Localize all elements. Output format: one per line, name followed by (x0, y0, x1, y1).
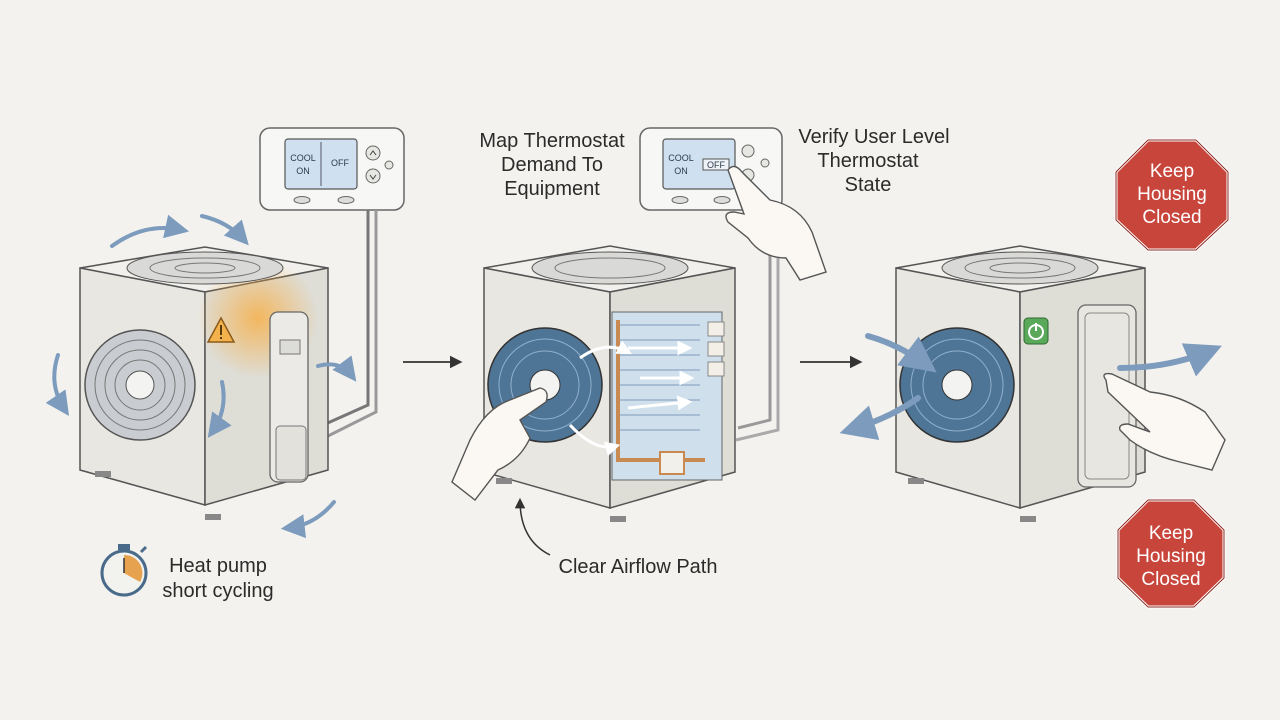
sign-top-line3: Closed (1142, 207, 1201, 228)
thermostat-2-state: ON (674, 166, 688, 176)
sign-bottom-line2: Housing (1136, 546, 1206, 567)
stop-sign-top: Keep Housing Closed (1114, 138, 1230, 252)
label-map-thermostat-1: Map Thermostat (479, 130, 625, 152)
heat-pump-unit-2 (483, 245, 736, 522)
sign-top-line2: Housing (1137, 184, 1207, 205)
fan-icon (84, 329, 196, 441)
up-button-icon[interactable] (365, 145, 381, 161)
thermostat-2-mode: COOL (668, 153, 694, 163)
power-icon[interactable] (1023, 317, 1049, 345)
hand-icon-3 (1103, 372, 1226, 471)
caption-short-cycling: short cycling (162, 580, 273, 602)
label-verify-3: State (845, 174, 892, 196)
hand-icon-thermostat (725, 165, 827, 281)
caption-pointer (514, 497, 551, 556)
thermostat-1-button-label: OFF (331, 158, 349, 168)
thermostat-1-mode: COOL (290, 153, 316, 163)
label-verify-2: Thermostat (817, 150, 919, 172)
down-button-icon[interactable] (365, 168, 381, 184)
label-map-thermostat-2: Demand To (501, 154, 603, 176)
cycling-arrows (45, 214, 357, 539)
label-map-thermostat-3: Equipment (504, 178, 600, 200)
heat-pump-unit-1 (79, 246, 329, 520)
sign-bottom-line1: Keep (1149, 523, 1193, 544)
up-button-icon-2[interactable] (741, 144, 755, 158)
airflow-arrows (839, 333, 1222, 440)
thermostat-2-button-label[interactable]: OFF (707, 160, 725, 170)
thermostat-1[interactable]: COOL ON OFF (259, 127, 405, 211)
thermostat-1-state: ON (296, 166, 310, 176)
caption-clear-airflow: Clear Airflow Path (559, 556, 718, 578)
warning-triangle-icon (206, 316, 236, 343)
step3-group: Verify User Level Thermostat State COOL … (639, 126, 950, 442)
hand-icon-2 (451, 387, 548, 501)
caption-heat-pump: Heat pump (169, 555, 267, 577)
step2-group: Map Thermostat Demand To Equipment (451, 130, 736, 578)
stopwatch-icon (100, 544, 148, 597)
step1-group: COOL ON OFF (45, 127, 405, 602)
heat-pump-unit-3 (895, 245, 1146, 522)
stop-sign-bottom: Keep Housing Closed (1116, 498, 1226, 609)
label-verify-1: Verify User Level (798, 126, 949, 148)
thermostat-wire (311, 210, 370, 432)
fan-icon-3 (899, 327, 1015, 443)
sign-bottom-line3: Closed (1141, 569, 1200, 590)
sign-top-line1: Keep (1150, 161, 1194, 182)
